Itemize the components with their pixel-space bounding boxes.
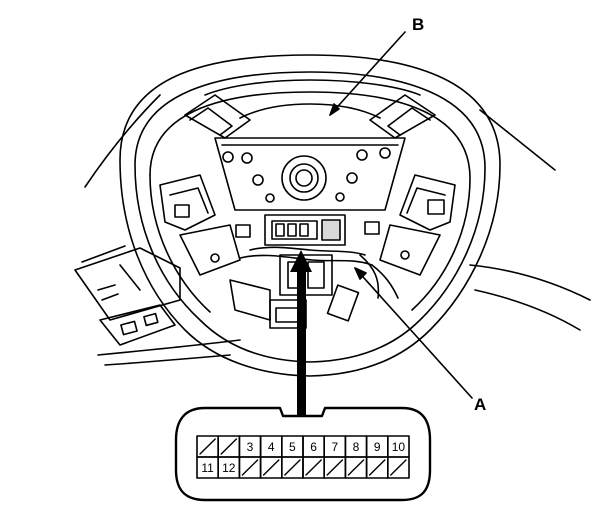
- unused-pin-hatch: [326, 459, 344, 476]
- unused-pin-hatch: [199, 438, 216, 455]
- pin-number: 9: [374, 440, 381, 454]
- pin-cell: [386, 456, 410, 479]
- pin-number: 11: [201, 461, 214, 475]
- unused-pin-hatch: [347, 459, 365, 476]
- pin-number: 12: [222, 461, 236, 475]
- callout-b: B: [329, 15, 424, 116]
- callout-a-leader: [354, 267, 473, 399]
- callout-a: A: [354, 267, 486, 414]
- pin-number: 8: [353, 440, 360, 454]
- unused-pin-hatch: [305, 459, 322, 476]
- connector-face-outline: [174, 406, 432, 502]
- dashboard-outline: [74, 94, 591, 366]
- pin-number: 10: [392, 440, 406, 454]
- pin-number: 5: [289, 440, 296, 454]
- callout-a-arrowhead: [354, 267, 367, 280]
- steering-wheel-rim: [119, 54, 501, 377]
- unused-pin-hatch: [390, 459, 407, 476]
- pin-number: 3: [247, 440, 254, 454]
- unused-pin-hatch: [368, 459, 386, 476]
- callout-b-label: B: [412, 15, 424, 34]
- connector-pointer-arrow: [290, 250, 312, 415]
- unused-pin-hatch: [262, 459, 280, 476]
- unused-pin-hatch: [284, 459, 301, 476]
- callout-b-arrowhead: [329, 103, 340, 116]
- steering-hub: [222, 147, 391, 203]
- unused-pin-hatch: [241, 459, 259, 476]
- upper-spoke: [184, 79, 436, 211]
- side-brackets: [159, 174, 456, 276]
- pin-number: 7: [331, 440, 338, 454]
- pin-number: 4: [268, 440, 275, 454]
- unused-pin-hatch: [220, 438, 238, 455]
- pin-number: 6: [310, 440, 317, 454]
- callout-a-label: A: [474, 395, 486, 414]
- callout-b-leader: [329, 31, 406, 116]
